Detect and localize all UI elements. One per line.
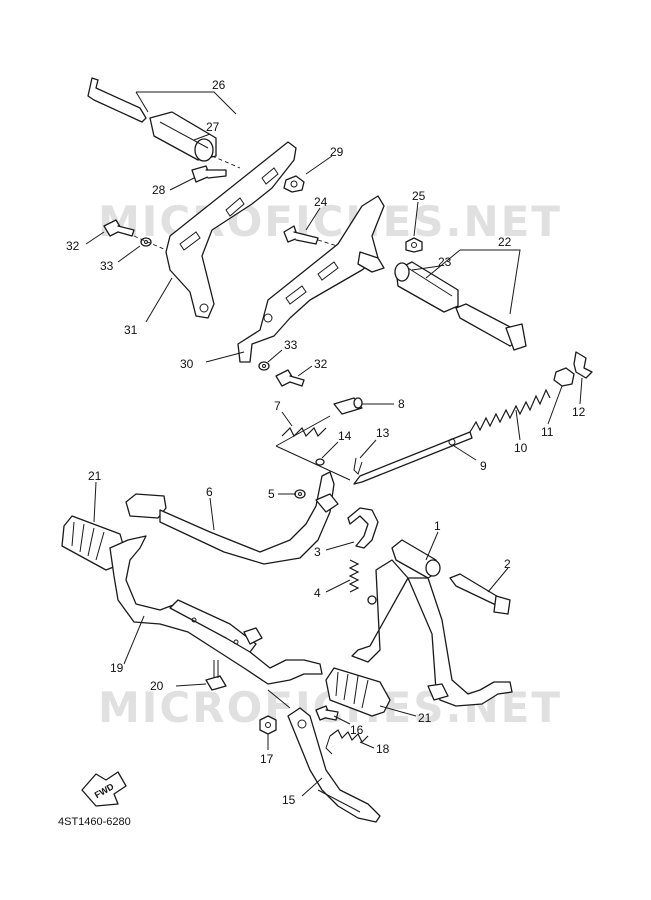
bolt-32-left[interactable] <box>103 219 135 237</box>
callout-16: 16 <box>350 723 364 737</box>
callout-32-left: 32 <box>66 239 80 253</box>
nut-25[interactable] <box>405 237 423 253</box>
callout-21-left: 21 <box>88 469 102 483</box>
callout-10: 10 <box>514 441 528 455</box>
callout-4: 4 <box>314 586 321 600</box>
bolt-16[interactable] <box>315 705 339 721</box>
spring-7[interactable] <box>281 426 327 438</box>
spring-10[interactable] <box>469 388 551 433</box>
nut-11[interactable] <box>553 367 575 387</box>
callout-33-right: 33 <box>284 338 298 352</box>
callout-30: 30 <box>180 357 194 371</box>
nut-17[interactable] <box>259 715 277 735</box>
callout-11: 11 <box>541 425 554 439</box>
nut-4b[interactable] <box>367 595 377 605</box>
fwd-arrow-icon: FWD <box>81 771 127 807</box>
main-stand-1[interactable] <box>351 539 513 707</box>
callout-7: 7 <box>274 399 281 413</box>
callout-27: 27 <box>206 120 220 134</box>
callout-19: 19 <box>110 661 124 675</box>
callout-1: 1 <box>434 519 441 533</box>
bolt-28[interactable] <box>191 165 227 183</box>
callout-3: 3 <box>314 545 321 559</box>
washer-33-right[interactable] <box>258 361 270 371</box>
callout-33-left: 33 <box>100 259 114 273</box>
side-stand-15[interactable] <box>287 707 381 823</box>
callout-28: 28 <box>152 183 166 197</box>
rod-9[interactable] <box>353 431 473 485</box>
washer-5[interactable] <box>294 489 306 499</box>
brake-pedal-6[interactable] <box>125 471 339 565</box>
spring-4[interactable] <box>348 559 360 593</box>
callout-21-right: 21 <box>418 711 432 725</box>
bolt-2[interactable] <box>449 573 511 615</box>
bolt-20[interactable] <box>205 660 227 691</box>
watermark-top: MICROFICHES.NET <box>98 197 562 246</box>
callout-25: 25 <box>412 189 426 203</box>
callout-23: 23 <box>438 255 452 269</box>
callout-31: 31 <box>124 323 138 337</box>
rubber-21-right[interactable] <box>325 667 391 717</box>
callout-17: 17 <box>260 752 274 766</box>
callout-12: 12 <box>572 405 586 419</box>
spring-18[interactable] <box>325 729 369 755</box>
callout-layer: 26 27 29 28 32 33 31 24 25 22 23 30 33 3… <box>66 78 586 807</box>
callout-9: 9 <box>480 459 487 473</box>
wing-nut-12[interactable] <box>573 351 593 379</box>
lever-19[interactable] <box>109 535 323 685</box>
callout-22: 22 <box>498 235 512 249</box>
return-spring-3[interactable] <box>347 507 379 549</box>
callout-6: 6 <box>206 485 213 499</box>
nut-29[interactable] <box>283 175 305 193</box>
diagram-code: 4ST1460-6280 <box>58 816 131 828</box>
callout-15: 15 <box>282 793 296 807</box>
callout-8: 8 <box>398 397 405 411</box>
bolt-24[interactable] <box>283 225 319 245</box>
callout-5: 5 <box>268 487 275 501</box>
callout-13: 13 <box>376 426 390 440</box>
callout-24: 24 <box>314 195 328 209</box>
callout-26: 26 <box>212 78 226 92</box>
left-footrest-assembly[interactable] <box>87 77 241 169</box>
washer-33-left[interactable] <box>140 237 152 247</box>
callout-32-right: 32 <box>314 357 328 371</box>
right-footrest-assembly[interactable] <box>394 261 527 351</box>
right-bracket-30[interactable] <box>237 195 385 363</box>
callout-29: 29 <box>330 145 344 159</box>
callout-18: 18 <box>376 742 390 756</box>
pin-8[interactable] <box>333 397 363 415</box>
bolt-32-right[interactable] <box>275 369 305 387</box>
washer-14[interactable] <box>315 458 325 466</box>
callout-2: 2 <box>504 557 511 571</box>
callout-20: 20 <box>150 679 164 693</box>
callout-14: 14 <box>338 429 352 443</box>
cotter-pin-13[interactable] <box>353 457 363 475</box>
left-bracket-31[interactable] <box>165 141 297 319</box>
